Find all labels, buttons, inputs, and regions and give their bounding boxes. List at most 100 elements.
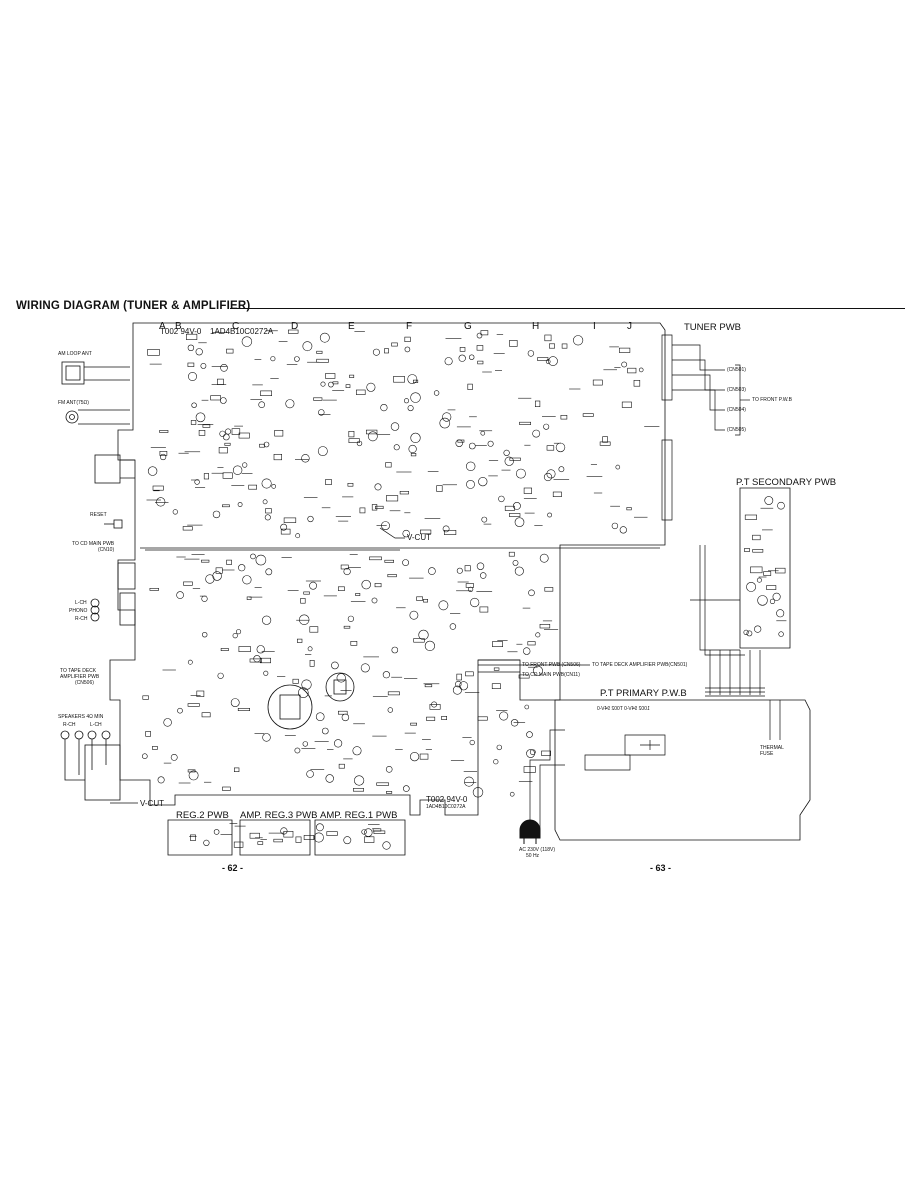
component-mark [326,831,338,836]
component-mark [384,348,389,354]
component-mark [477,360,484,365]
component-mark [300,598,306,604]
connector-cn503: (CN503) [727,387,746,393]
component-mark [772,592,781,601]
component-mark [752,549,764,553]
cd-connector-icon [94,454,135,484]
component-mark [493,667,500,671]
reset-button-icon [104,519,123,529]
component-mark [242,462,248,468]
component-mark [195,412,206,423]
speakers-label: SPEAKERS 4Ω MIN [58,714,104,720]
component-mark [238,432,250,439]
component-mark [526,731,533,738]
component-mark [426,716,436,721]
cd-jack-icon [117,562,136,590]
component-mark [295,836,302,843]
component-mark [187,703,200,707]
component-mark [777,501,785,510]
component-mark [638,367,644,373]
component-mark [539,623,551,629]
component-mark [263,670,269,676]
connector-cn504: (CN504) [727,407,746,413]
component-mark [522,647,531,655]
component-mark [340,564,349,570]
component-mark [186,333,198,340]
component-mark [744,548,750,552]
to-front-pwb-note: TO FRONT PWB (CN506) [522,662,581,668]
component-mark [142,695,149,700]
component-mark [196,690,205,697]
component-mark [280,523,288,531]
component-mark [292,678,299,684]
component-mark [539,553,549,563]
component-mark [385,495,399,502]
component-mark [750,566,763,574]
component-mark [246,596,252,600]
component-mark [367,431,378,442]
component-mark [380,404,388,412]
component-mark [428,567,436,575]
component-mark [746,630,753,637]
title-rule [230,308,905,309]
component-mark [543,423,550,430]
part-ref-4: 1AD4B10C0272A [426,804,466,810]
component-mark [546,445,555,451]
ac-label: AC 230V (118V) [519,847,556,853]
component-mark [468,586,474,593]
component-mark [348,438,360,444]
component-mark [467,383,473,390]
component-mark [519,421,531,425]
component-mark [309,659,315,667]
fm-antenna-icon [65,409,130,425]
bottom-note-leaders [478,659,590,673]
component-mark [259,657,271,664]
component-mark [549,343,555,349]
component-mark [187,659,193,665]
component-mark [419,753,429,760]
component-mark [508,551,515,557]
component-mark [302,741,308,747]
component-mark [318,409,325,416]
component-mark [546,469,556,479]
component-mark [534,400,541,407]
amp-pwb-cn-label: (CN506) [75,680,94,686]
component-mark [416,596,423,601]
page-number-left: - 62 - [222,863,244,873]
component-mark [423,598,428,603]
component-mark [743,629,749,636]
component-mark [237,502,243,507]
component-mark [509,791,515,797]
component-mark [354,775,365,786]
component-mark [331,661,339,670]
component-mark [465,671,474,677]
column-E: E [348,321,355,332]
am-loop-antenna-icon [61,361,130,385]
component-mark [273,838,283,843]
component-mark [491,683,501,690]
component-mark [493,759,499,765]
component-mark [294,356,300,362]
component-mark [514,566,524,576]
component-mark [424,640,436,652]
component-mark [391,342,398,347]
component-mark [547,512,552,518]
component-mark [508,513,521,517]
component-mark [424,684,433,688]
speaker-r-ch-label: R-CH [63,722,76,728]
component-mark [385,765,393,773]
ac-cord [529,729,565,830]
component-mark [487,440,494,447]
component-mark [479,606,489,613]
component-mark [459,681,469,691]
component-mark [439,417,451,429]
component-mark [766,585,777,590]
component-mark [226,559,232,565]
tuner-pwb-label: TUNER PWB [684,322,741,333]
component-mark [419,529,432,535]
speaker-l-ch-label: L-CH [90,722,102,728]
primary-relay [624,734,666,756]
component-mark [744,514,758,520]
component-mark [561,343,568,349]
component-mark [469,739,475,746]
